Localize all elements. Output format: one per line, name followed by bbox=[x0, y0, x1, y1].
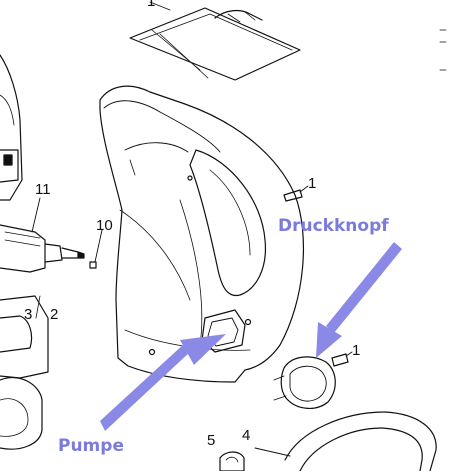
part-number-pin: 10 bbox=[96, 217, 113, 234]
druckknopf-arrow bbox=[316, 242, 402, 358]
housing-screw bbox=[283, 185, 309, 202]
pumpe-arrow bbox=[100, 334, 226, 431]
part-number-3: 3 bbox=[24, 306, 33, 323]
pumpe-label: Pumpe bbox=[58, 436, 124, 456]
part-number-housing-screw: 1 bbox=[308, 175, 317, 192]
lower-left-parts bbox=[0, 295, 49, 450]
pin-part bbox=[89, 229, 103, 269]
hose-ring bbox=[254, 411, 437, 472]
edge-marks bbox=[439, 29, 447, 71]
top-cover-part bbox=[129, 1, 301, 81]
part-number-top-part: 1 bbox=[147, 0, 156, 10]
part-number-2: 2 bbox=[50, 306, 59, 323]
part-number-4: 4 bbox=[242, 427, 251, 444]
small-fitting bbox=[219, 451, 245, 472]
cable-part bbox=[0, 224, 85, 273]
part-number-button-screw: 1 bbox=[352, 342, 361, 359]
left-device-body bbox=[0, 54, 23, 201]
part-number-cable: 11 bbox=[35, 181, 51, 198]
push-button-part bbox=[273, 351, 353, 409]
druckknopf-label: Druckknopf bbox=[278, 216, 389, 236]
leader-line-11 bbox=[31, 197, 41, 233]
part-number-5: 5 bbox=[207, 432, 216, 449]
